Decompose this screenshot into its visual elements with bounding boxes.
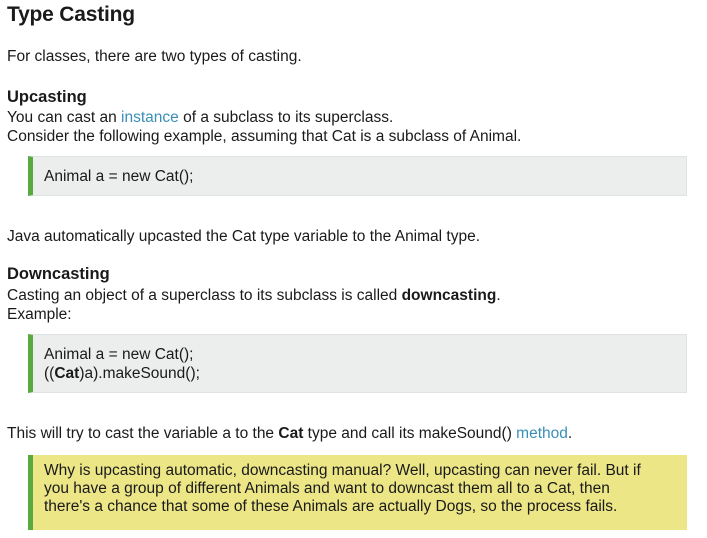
downcasting-line-2: Example: (7, 306, 72, 323)
note-line-3: there's a chance that some of these Anim… (44, 498, 618, 515)
note-box: Why is upcasting automatic, downcasting … (28, 455, 687, 530)
downcasting-line-1: Casting an object of a superclass to its… (7, 286, 501, 305)
explanation-end: . (567, 425, 573, 442)
page-title: Type Casting (7, 3, 135, 26)
upcasting-code-line: Animal a = new Cat(); (44, 168, 194, 185)
downcasting-heading: Downcasting (7, 265, 110, 283)
upcasting-line-1: You can cast an instance of a subclass t… (7, 108, 393, 127)
explanation-cat: Cat (278, 425, 304, 442)
upcasting-line-2: Consider the following example, assuming… (7, 128, 522, 145)
upcasting-line-1-start: You can cast an (7, 109, 122, 126)
explanation-middle: type and call its makeSound() (303, 425, 517, 442)
upcasting-line-1-end: of a subclass to its superclass. (178, 109, 394, 126)
upcasting-heading: Upcasting (7, 88, 87, 106)
downcasting-code-line-1: Animal a = new Cat(); (44, 346, 194, 363)
note-line-2: you have a group of different Animals an… (44, 480, 610, 497)
note-line-1: Why is upcasting automatic, downcasting … (44, 462, 641, 479)
instance-link[interactable]: instance (121, 109, 179, 126)
downcasting-explanation: This will try to cast the variable a to … (7, 424, 572, 443)
explanation-start: This will try to cast the variable a to … (7, 425, 279, 442)
downcasting-code-block: Animal a = new Cat(); ((Cat)a).makeSound… (28, 334, 687, 393)
code-line-2-cat: Cat (54, 365, 80, 382)
intro-text: For classes, there are two types of cast… (7, 48, 302, 65)
upcasting-code-block: Animal a = new Cat(); (28, 156, 687, 196)
downcasting-code-line-2: ((Cat)a).makeSound(); (44, 364, 686, 383)
downcasting-line-1-end: . (496, 287, 501, 304)
code-line-2-close: )a).makeSound(); (79, 365, 200, 382)
downcasting-term: downcasting (401, 287, 497, 304)
method-link[interactable]: method (516, 425, 568, 442)
upcasting-explanation: Java automatically upcasted the Cat type… (7, 228, 481, 245)
code-line-2-open: (( (44, 365, 55, 382)
downcasting-line-1-start: Casting an object of a superclass to its… (7, 287, 402, 304)
